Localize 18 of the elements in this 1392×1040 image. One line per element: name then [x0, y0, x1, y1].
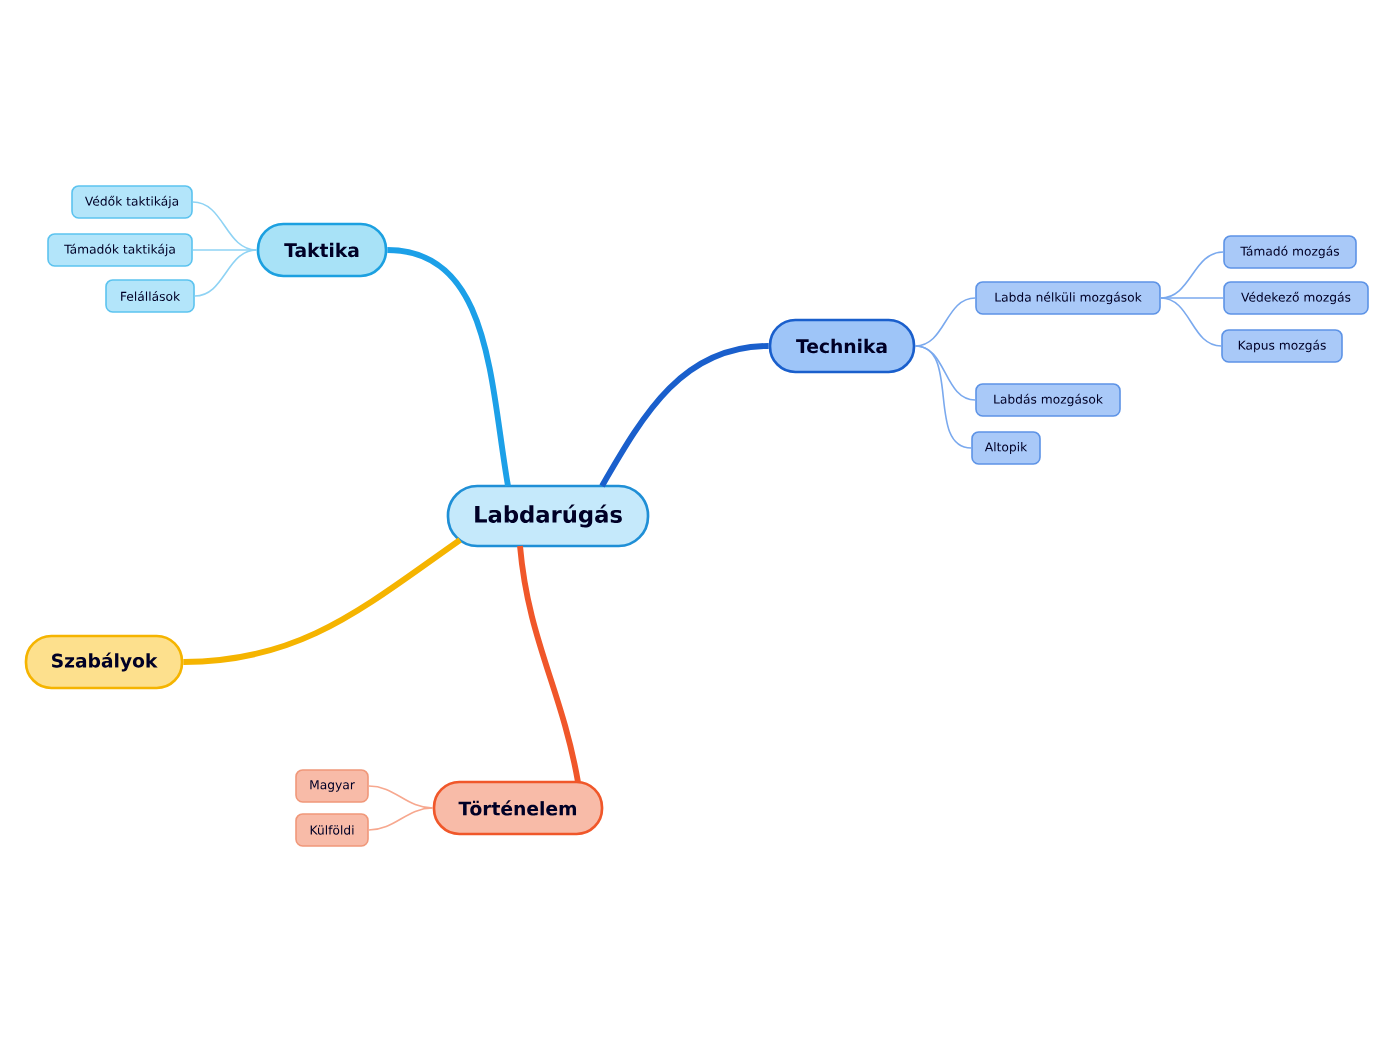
connector — [1160, 297, 1224, 299]
connector — [387, 247, 511, 487]
connector — [1160, 297, 1222, 347]
topic-box: Szabályok — [24, 634, 184, 690]
connector — [183, 537, 462, 665]
topic-box: Taktika — [256, 222, 388, 278]
connector — [914, 297, 976, 347]
central-topic: Labdarúgás — [446, 484, 650, 548]
connector — [192, 249, 258, 251]
connector — [194, 249, 258, 297]
connector — [599, 343, 769, 488]
connector — [368, 807, 434, 831]
connector — [1160, 251, 1224, 299]
connector — [368, 785, 434, 809]
connector — [914, 345, 972, 449]
connector — [517, 545, 581, 783]
topic-box: Történelem — [432, 780, 604, 836]
topic-box: Technika — [768, 318, 916, 374]
